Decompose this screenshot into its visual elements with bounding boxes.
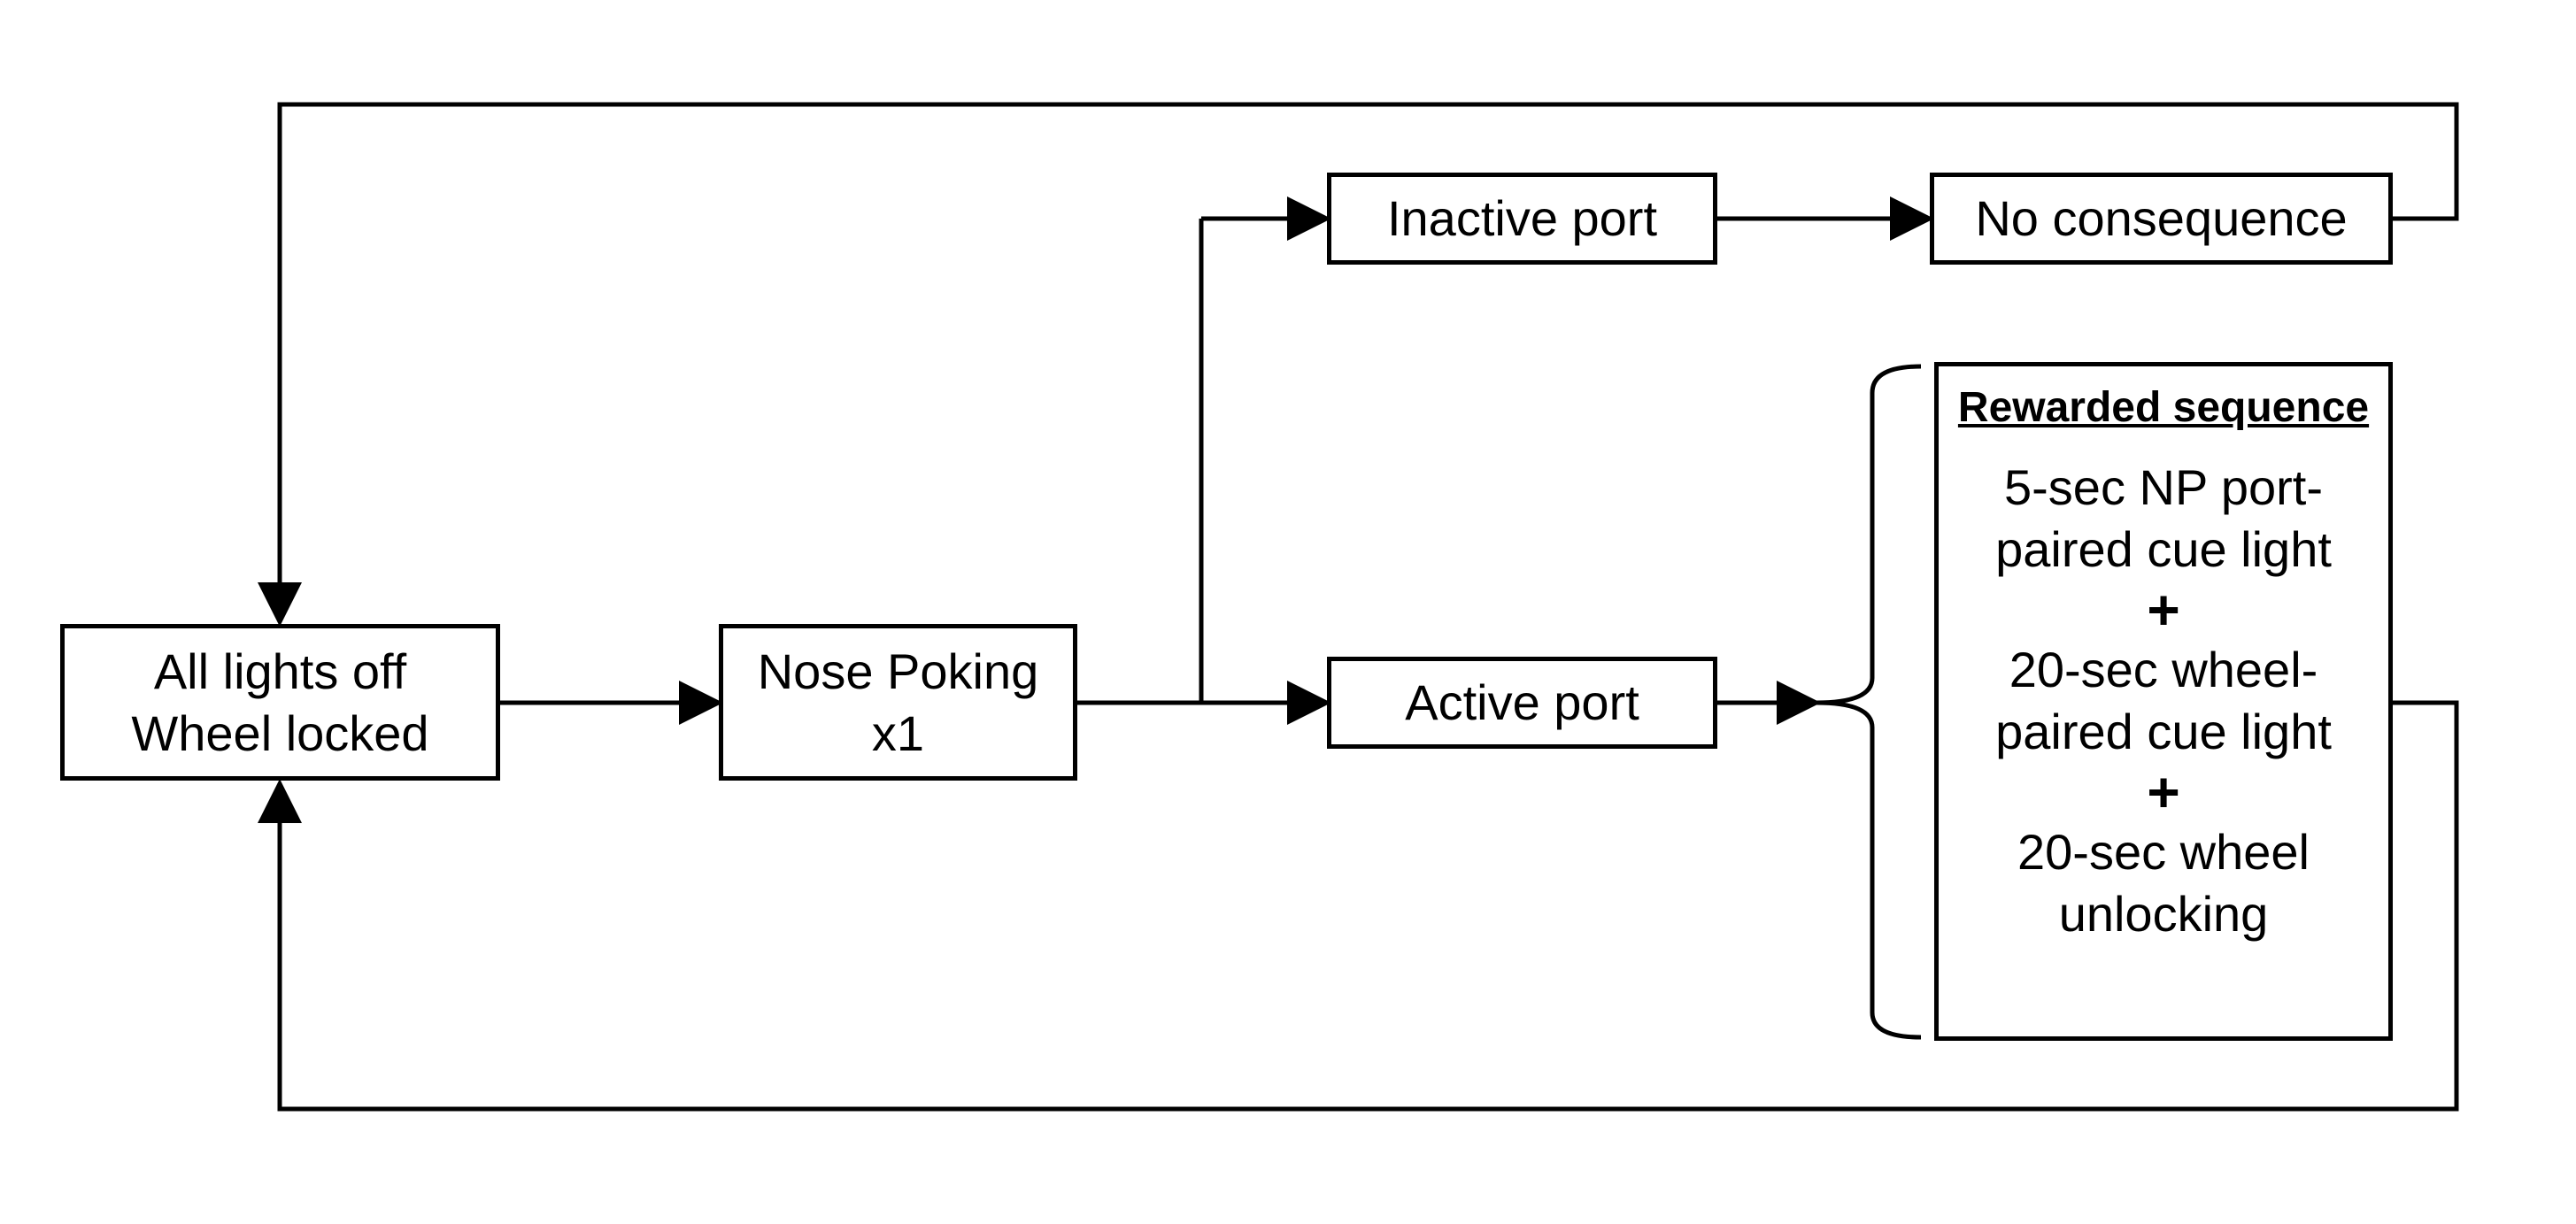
node-inactive-label: Inactive port <box>1386 190 1658 246</box>
sequence-title: Rewarded sequence <box>1957 384 2370 431</box>
node-nose-poking: Nose Poking x1 <box>719 624 1077 781</box>
node-rewarded-sequence: Rewarded sequence 5-sec NP port- paired … <box>1934 362 2393 1041</box>
node-no-consequence: No consequence <box>1930 173 2393 265</box>
node-all-lights-off: All lights off Wheel locked <box>60 624 500 781</box>
sequence-step3-line1: 20-sec wheel <box>2017 824 2310 880</box>
node-active-label: Active port <box>1405 674 1639 730</box>
arrow-noconsequence-to-start <box>258 102 2459 627</box>
curly-brace <box>1816 364 1922 1040</box>
node-nosepoke-line2: x1 <box>871 704 925 761</box>
sequence-step2-line2: paired cue light <box>1995 704 2332 759</box>
node-start-line2: Wheel locked <box>131 704 429 761</box>
sequence-step1-line1: 5-sec NP port- <box>2004 459 2323 515</box>
sequence-plus-1: + <box>2147 578 2180 642</box>
node-start-line1: All lights off <box>153 643 407 699</box>
node-nosepoke-line1: Nose Poking <box>757 643 1039 699</box>
node-inactive-port: Inactive port <box>1327 173 1717 265</box>
sequence-plus-2: + <box>2147 760 2180 824</box>
arrow-sequence-to-start <box>258 700 2459 1112</box>
sequence-step3-line2: unlocking <box>2058 886 2269 942</box>
sequence-step1-line2: paired cue light <box>1995 521 2332 577</box>
node-active-port: Active port <box>1327 657 1717 749</box>
node-noconsequence-label: No consequence <box>1975 190 2348 246</box>
sequence-step2-line1: 20-sec wheel- <box>2009 642 2318 697</box>
